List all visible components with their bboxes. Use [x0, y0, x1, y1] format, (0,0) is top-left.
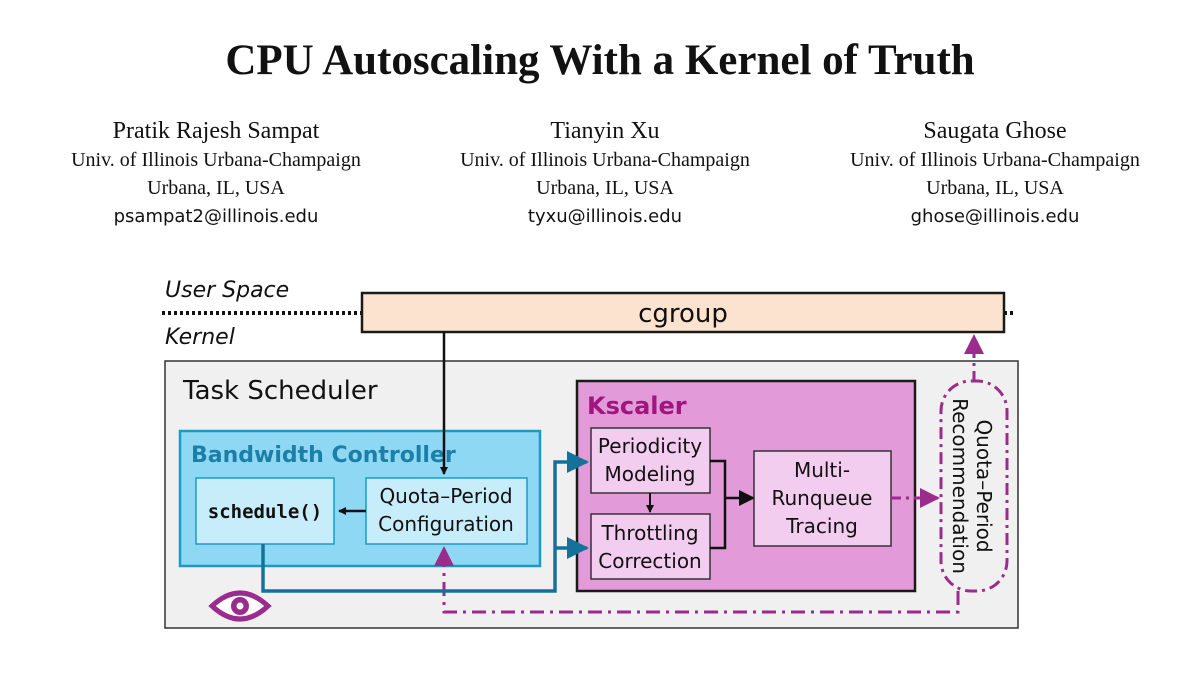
author-3: Saugata Ghose Univ. of Illinois Urbana-C… — [805, 116, 1185, 232]
multi-line1: Multi- — [794, 458, 850, 482]
author-name: Tianyin Xu — [550, 118, 660, 144]
eye-icon — [208, 590, 272, 622]
cgroup-label: cgroup — [638, 299, 728, 329]
periodicity-line1: Periodicity — [598, 434, 702, 458]
author-affiliation: Univ. of Illinois Urbana-Champaign — [850, 149, 1140, 171]
cgroup-box — [360, 291, 1006, 334]
throttling-box — [590, 513, 711, 580]
user-space-label: User Space — [165, 278, 289, 303]
quota-config-line1: Quota–Period — [379, 484, 512, 508]
recommendation-line1: Quota–Period — [972, 419, 996, 552]
merge-bracket — [710, 459, 727, 550]
recommendation-line2: Recommendation — [948, 398, 972, 574]
throttling-line2: Correction — [598, 549, 701, 573]
author-location: Urbana, IL, USA — [926, 177, 1064, 199]
author-name: Saugata Ghose — [923, 118, 1067, 144]
kscaler-label: Kscaler — [587, 392, 687, 420]
recommendation-text: Quota–Period Recommendation — [948, 398, 996, 574]
quota-config-line2: Configuration — [378, 512, 514, 536]
schedule-box — [195, 477, 335, 545]
bandwidth-controller-label: Bandwidth Controller — [191, 443, 456, 468]
throttling-line1: Throttling — [600, 521, 698, 545]
paper-title: CPU Autoscaling With a Kernel of Truth — [225, 37, 975, 84]
author-1: Pratik Rajesh Sampat Univ. of Illinois U… — [26, 116, 406, 232]
author-location: Urbana, IL, USA — [536, 177, 674, 199]
author-name: Pratik Rajesh Sampat — [112, 118, 320, 144]
multi-runqueue-box — [753, 450, 892, 547]
kernel-label: Kernel — [165, 325, 235, 350]
multi-line3: Tracing — [785, 514, 858, 538]
quota-config-box — [365, 477, 528, 545]
multi-line2: Runqueue — [771, 486, 872, 510]
author-affiliation: Univ. of Illinois Urbana-Champaign — [460, 149, 750, 171]
recommendation-to-config-arrow — [434, 546, 960, 614]
author-email: psampat2@illinois.edu — [113, 206, 319, 227]
schedule-to-periodicity-arrow — [261, 451, 589, 593]
author-2: Tianyin Xu Univ. of Illinois Urbana-Cham… — [415, 116, 795, 232]
schedule-label: schedule() — [208, 501, 322, 523]
author-email: tyxu@illinois.edu — [527, 206, 683, 227]
author-email: ghose@illinois.edu — [910, 206, 1080, 227]
author-affiliation: Univ. of Illinois Urbana-Champaign — [71, 149, 361, 171]
author-location: Urbana, IL, USA — [147, 177, 285, 199]
periodicity-line2: Modeling — [605, 462, 696, 486]
periodicity-box — [590, 427, 711, 494]
task-scheduler-label: Task Scheduler — [182, 376, 378, 406]
